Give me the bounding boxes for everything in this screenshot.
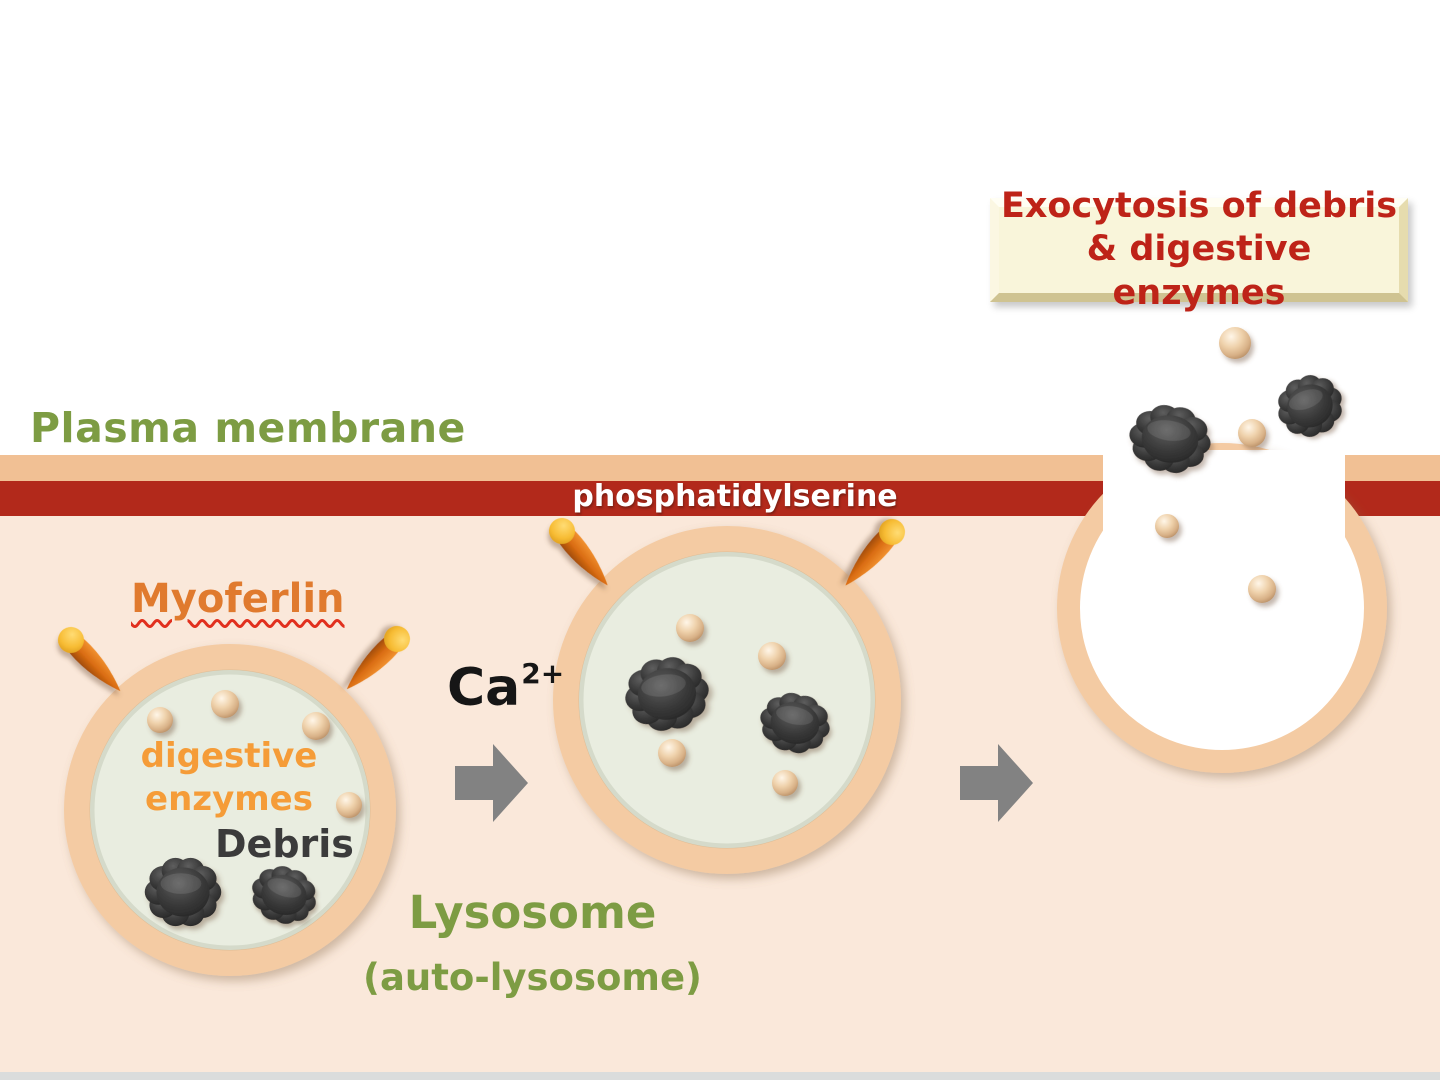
plasma-membrane-label: Plasma membrane bbox=[30, 404, 466, 452]
debris-label: Debris bbox=[215, 822, 354, 866]
enzyme-sphere bbox=[336, 792, 362, 818]
enzyme-spheres-stage-3 bbox=[1155, 327, 1276, 603]
fused-vesicle bbox=[1057, 443, 1387, 773]
lysosome-subtitle: (auto-lysosome) bbox=[363, 955, 702, 999]
calcium-label: Ca2+ bbox=[447, 656, 565, 718]
bottom-edge-strip bbox=[0, 1072, 1440, 1080]
lysosome-label: Lysosome (auto-lysosome) bbox=[360, 869, 705, 1018]
enzyme-sphere bbox=[676, 614, 704, 642]
enzyme-sphere bbox=[1248, 575, 1276, 603]
myoferlin-label: Myoferlin bbox=[131, 576, 345, 622]
lysosome-2 bbox=[553, 526, 901, 874]
exocytosis-callout-box: Exocytosis of debris & digestive enzymes bbox=[990, 186, 1408, 313]
debris-clump bbox=[145, 858, 222, 926]
enzyme-sphere bbox=[772, 770, 798, 796]
lysosome-title: Lysosome bbox=[408, 886, 657, 939]
calcium-superscript: 2+ bbox=[521, 656, 565, 690]
enzyme-sphere bbox=[1238, 419, 1266, 447]
enzyme-sphere bbox=[302, 712, 330, 740]
debris-clump bbox=[1269, 367, 1351, 446]
enzyme-sphere bbox=[658, 739, 686, 767]
calcium-base: Ca bbox=[447, 658, 521, 718]
membrane-opening bbox=[1103, 450, 1345, 545]
enzyme-spheres-stage-1 bbox=[147, 690, 362, 818]
enzyme-spheres-stage-2 bbox=[658, 614, 798, 796]
enzyme-sphere bbox=[758, 642, 786, 670]
progression-arrow-2 bbox=[960, 744, 1033, 822]
enzyme-sphere bbox=[147, 707, 173, 733]
enzyme-sphere bbox=[1219, 327, 1251, 359]
enzyme-sphere bbox=[1155, 514, 1179, 538]
progression-arrow-1 bbox=[455, 744, 528, 822]
phosphatidylserine-label: phosphatidylserine bbox=[572, 479, 898, 514]
exocytosis-callout-text: Exocytosis of debris & digestive enzymes bbox=[1000, 185, 1398, 313]
enzyme-sphere bbox=[211, 690, 239, 718]
digestive-enzymes-label: digestive enzymes bbox=[140, 736, 318, 819]
